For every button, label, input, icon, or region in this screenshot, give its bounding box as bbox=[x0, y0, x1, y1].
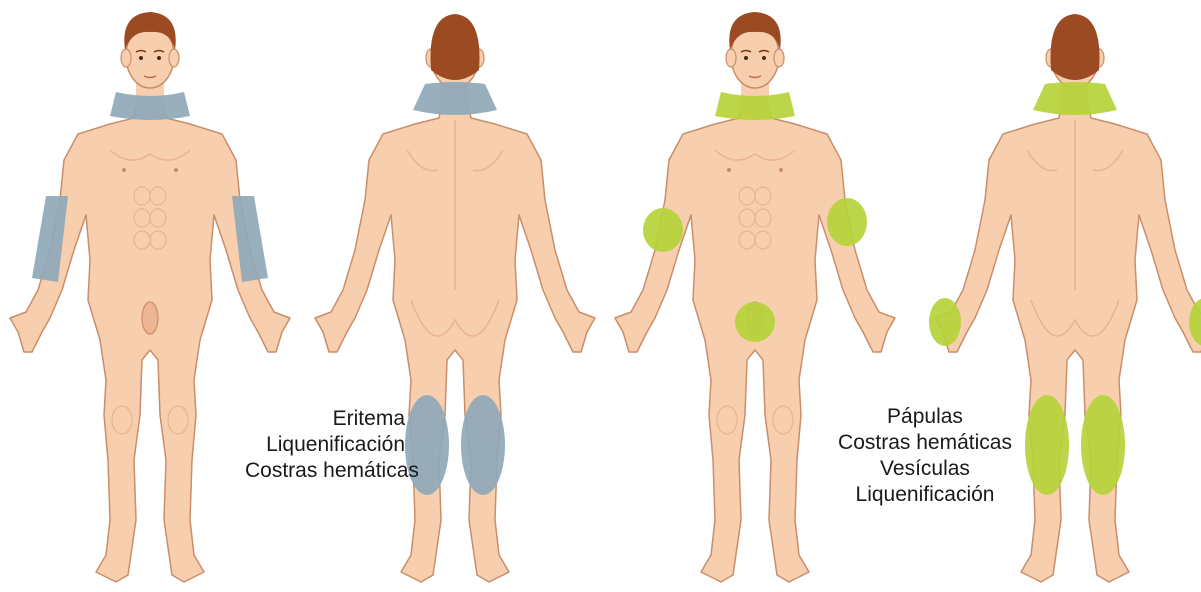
lesion-labels-group-2: Pápulas Costras hemáticas Vesículas Liqu… bbox=[820, 404, 1030, 508]
figure-1-front-view bbox=[10, 12, 290, 582]
left-popliteal-lesion bbox=[1025, 395, 1069, 495]
left-nipple bbox=[122, 168, 126, 172]
lesion-labels-group-1: Eritema Liquenificación Costras hemática… bbox=[245, 406, 405, 484]
nape-lesion bbox=[1033, 82, 1117, 115]
left-ear bbox=[726, 49, 736, 67]
right-popliteal-lesion bbox=[1081, 395, 1125, 495]
right-ear bbox=[169, 49, 179, 67]
right-nipple bbox=[779, 168, 783, 172]
genitals bbox=[142, 302, 158, 334]
left-nipple bbox=[727, 168, 731, 172]
label-costras-hematicas: Costras hemáticas bbox=[820, 430, 1030, 456]
right-nipple bbox=[174, 168, 178, 172]
body-silhouette bbox=[615, 108, 895, 582]
neck-lesion bbox=[110, 92, 190, 120]
body-silhouette bbox=[10, 108, 290, 582]
right-popliteal-lesion bbox=[461, 395, 505, 495]
label-costras-hematicas: Costras hemáticas bbox=[245, 458, 405, 484]
label-papulas: Pápulas bbox=[820, 404, 1030, 430]
hair-back bbox=[431, 14, 480, 80]
label-vesiculas: Vesículas bbox=[820, 456, 1030, 482]
label-eritema: Eritema bbox=[245, 406, 405, 432]
nape-lesion bbox=[413, 82, 497, 115]
left-elbow-lesion bbox=[643, 208, 683, 252]
label-liquenificacion: Liquenificación bbox=[820, 482, 1030, 508]
figure-2-back-view bbox=[315, 14, 595, 582]
genital-lesion bbox=[735, 302, 775, 342]
right-eye bbox=[157, 56, 161, 60]
left-eye bbox=[744, 56, 748, 60]
right-eye bbox=[762, 56, 766, 60]
neck-lesion bbox=[715, 92, 795, 120]
right-ear bbox=[774, 49, 784, 67]
left-ear bbox=[121, 49, 131, 67]
right-elbow-lesion bbox=[827, 198, 867, 246]
label-liquenificacion: Liquenificación bbox=[245, 432, 405, 458]
left-eye bbox=[139, 56, 143, 60]
hair-back bbox=[1051, 14, 1100, 80]
body-silhouette bbox=[935, 108, 1201, 582]
left-hand-lesion bbox=[929, 298, 961, 346]
